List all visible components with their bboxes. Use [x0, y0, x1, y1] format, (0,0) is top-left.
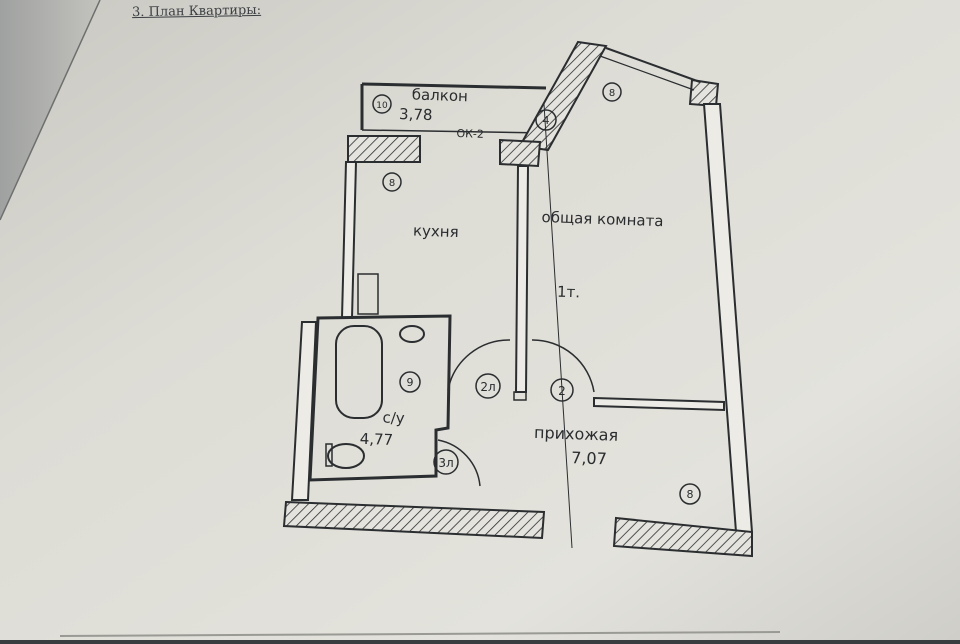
- svg-text:8: 8: [609, 88, 615, 99]
- markers-group: 10 4 8 8 9 2л: [372, 82, 701, 505]
- wall-pier: [499, 138, 542, 168]
- toilet: [327, 443, 365, 469]
- door-arc-2l: [447, 339, 511, 391]
- balcony-outline: [347, 82, 547, 163]
- balcony-name: балкон: [411, 85, 468, 105]
- bottom-wall-left: [282, 500, 546, 540]
- marker-hallway: 8: [679, 483, 701, 505]
- wall-pier-right: [688, 78, 720, 108]
- hallway-area: 7,07: [571, 448, 607, 468]
- hallway-divider: [593, 396, 725, 412]
- door-jamb: [513, 391, 527, 401]
- bathroom-name: с/у: [382, 409, 405, 428]
- bathtub: [335, 325, 383, 419]
- toilet-tank: [325, 443, 333, 467]
- marker-door-3l: 3л: [433, 449, 459, 475]
- svg-text:8: 8: [389, 178, 395, 189]
- marker-living: 8: [602, 82, 622, 102]
- window-label: ОК-2: [456, 127, 484, 141]
- marker-kitchen: 8: [382, 172, 402, 192]
- bottom-wall-right: [612, 516, 753, 558]
- svg-text:10: 10: [376, 101, 388, 111]
- room-count-label: 1т.: [557, 283, 581, 302]
- paper-edge: [0, 0, 101, 221]
- marker-door-2: 2: [550, 378, 574, 402]
- living-window-inner: [599, 55, 695, 91]
- plan-drawing: [282, 40, 754, 558]
- bathroom-area: 4,77: [359, 430, 393, 449]
- bathroom-outer-wall: [290, 321, 318, 501]
- angled-wall: [518, 40, 608, 152]
- balcony-area: 3,78: [399, 105, 433, 124]
- living-window: [605, 47, 701, 83]
- labels-group: балкон 3,78 ОК-2 кухня общая комната 1т.…: [359, 85, 664, 468]
- bathroom-outline: [308, 314, 452, 482]
- svg-text:2: 2: [558, 384, 566, 398]
- marker-balcony: 10: [372, 94, 392, 114]
- balcony-wall-hatch: [347, 135, 421, 163]
- door-arc-2: [531, 339, 595, 393]
- svg-text:9: 9: [407, 376, 414, 389]
- reference-axis: [543, 103, 573, 549]
- hallway-name: прихожая: [534, 423, 619, 445]
- door-arc-3l: [437, 439, 481, 487]
- svg-text:3л: 3л: [438, 456, 453, 470]
- kitchen-name: кухня: [413, 222, 459, 242]
- svg-text:2л: 2л: [480, 380, 495, 394]
- marker-door-4: 4: [535, 109, 557, 131]
- bottom-rule-line: [59, 631, 781, 637]
- living-room-name: общая комната: [541, 208, 664, 230]
- svg-text:4: 4: [543, 114, 550, 127]
- marker-door-2l: 2л: [475, 373, 501, 399]
- marker-bathroom: 9: [399, 371, 421, 393]
- document-heading: 3. План Квартиры:: [131, 2, 262, 21]
- partition-wall: [514, 165, 530, 393]
- sink: [399, 325, 425, 343]
- svg-text:8: 8: [687, 488, 694, 501]
- kitchen-fixture: [357, 273, 379, 315]
